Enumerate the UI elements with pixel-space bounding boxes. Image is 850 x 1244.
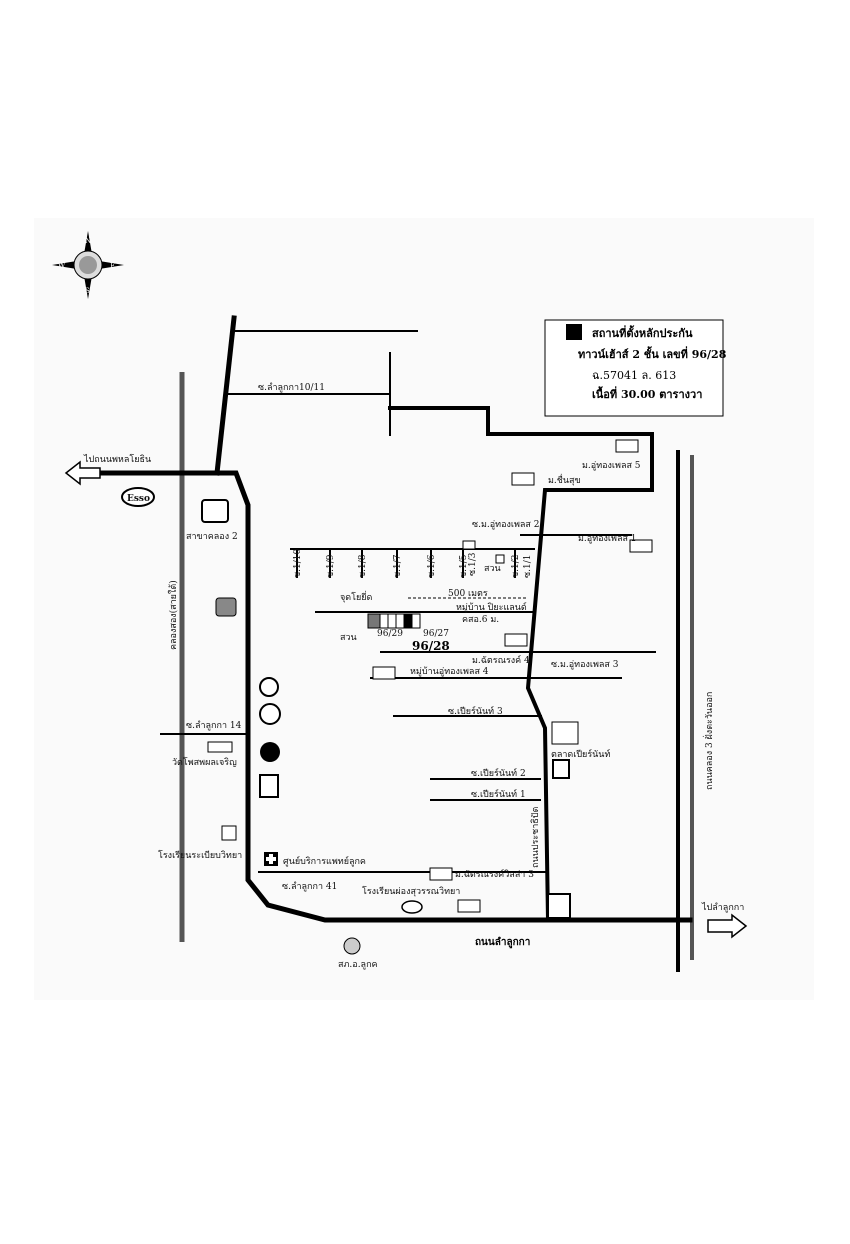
label-soi-pianan2: ซ.เปียร์นันท์ 2 (471, 767, 526, 779)
label-soi-1-7: ซ.1/7 (393, 554, 403, 578)
label-distance: 500 เมตร (448, 589, 488, 599)
label-clinic: ศูนย์บริการแพทย์ลูกค (283, 855, 366, 867)
label-ksto: คสอ.6 ม. (462, 615, 499, 625)
label-soi-uthong3: ซ.ม.อู่ทองเพลส 3 (551, 660, 619, 670)
road-east-loop (388, 406, 654, 923)
label-road-lamlukka: ถนนลำลูกกา (475, 936, 530, 949)
esso-icon (401, 900, 423, 914)
label-soi-14: ซ.ลำลูกกา 14 (186, 720, 242, 731)
label-branch: สาขาคลอง 2 (186, 532, 238, 542)
label-m-uthong5: ม.อู่ทองเพลส 5 (582, 461, 641, 471)
label-96-28: 96/28 (412, 639, 450, 653)
label-soi-1-2: ซ.1/2 (511, 555, 521, 578)
label-market: ตลาดเปียร์นันท์ (551, 748, 610, 760)
arrow-icon-east (707, 913, 748, 939)
label-road-prachathipat: ถนนประชาธิปัต (530, 806, 541, 868)
label-soi-1-1: ซ.1/1 (523, 555, 533, 578)
label-khlong-3: ถนนคลอง 3 ฝั่งตะวันออก (702, 692, 715, 790)
label-soi-uthong2: ซ.ม.อู่ทองเพลส 2 (472, 520, 540, 530)
label-soi-1-8: ซ.1/8 (358, 554, 368, 578)
house-icons (207, 439, 653, 913)
label-khlong-song: คลองสอง(สายใต้) (168, 580, 179, 650)
market-square (551, 721, 579, 745)
label-to-lamlukka: ไปลำลูกกา (701, 902, 744, 913)
legend-line1: สถานที่ตั้งหลักประกัน (592, 325, 693, 340)
main-roads (85, 315, 693, 972)
leaf-icon (215, 597, 237, 617)
arrow-icon-west (64, 460, 101, 486)
svg-text:Esso: Esso (127, 494, 150, 504)
label-school-left: โรงเรียนระเบียบวิทยา (158, 850, 242, 861)
shell-icon (259, 677, 279, 697)
label-soi-1-10: ซ.1/10 (293, 549, 303, 578)
label-soi-pianan3: ซ.เปียร์นันท์ 3 (448, 705, 503, 717)
label-park-top: สวน (484, 564, 501, 574)
park-block (367, 613, 381, 629)
subject-property-marker (566, 324, 582, 340)
label-soi-1-6: ซ.1/6 (427, 554, 437, 578)
seven-eleven-icon (259, 774, 279, 798)
road-north (214, 315, 237, 476)
bank-icon (201, 499, 229, 523)
legend-line2: ทาวน์เฮ้าส์ 2 ชั้น เลขที่ 96/28 (578, 346, 727, 361)
small-square (495, 554, 505, 564)
label-96-29: 96/29 (377, 629, 403, 639)
label-village-piyaland: หมู่บ้าน ปิยะแลนด์ (456, 601, 527, 613)
map-labels: ไปถนนพหลโยธิน ไปลำลูกกา ซ.ลำลูกกา10/11 ซ… (83, 382, 744, 970)
label-m-chatchrong3: ม.ฉัตรณรงค์วิลล่า 3 (455, 868, 534, 880)
label-park: สวน (340, 633, 357, 643)
label-m-uthong1: ม.อู่ทองเพลส 1 (578, 534, 637, 544)
compass-w: W (58, 262, 66, 270)
hospital-cross-icon (264, 852, 278, 866)
compass-n: N (85, 237, 91, 245)
label-police: สภ.อ.ลูกค (338, 960, 378, 970)
label-soi-1-9: ซ.1/9 (326, 554, 336, 578)
legend-line3: ฉ.57041 ล. 613 (592, 369, 676, 382)
police-icon (343, 937, 361, 955)
seven-eleven-icon (547, 893, 571, 919)
label-soi-1-3: ซ.1/3 (468, 552, 478, 576)
compass-s: S (85, 287, 90, 295)
road-phahonyothin (85, 470, 693, 923)
townhouse-row (367, 613, 421, 629)
legend-line4: เนื้อที่ 30.00 ตารางวา (592, 386, 702, 401)
label-to-phahonyothin: ไปถนนพหลโยธิน (83, 454, 151, 465)
ktb-icon (259, 703, 281, 725)
small-square (462, 540, 476, 550)
label-school-bottom: โรงเรียนผ่องสุวรรณวิทยา (362, 886, 460, 897)
scb-icon (260, 742, 280, 762)
side-roads (160, 330, 656, 873)
subject-property (403, 613, 413, 629)
legend-box: สถานที่ตั้งหลักประกัน ทาวน์เฮ้าส์ 2 ชั้น… (544, 319, 727, 417)
compass-e: E (110, 262, 115, 270)
esso-icon: Esso (121, 487, 155, 507)
label-wat: วัดโพสพผลเจริญ (172, 757, 237, 768)
label-m-chatchrong4: ม.ฉัตรณรงค์ 4 (472, 654, 530, 666)
label-soi-41: ซ.ลำลูกกา 41 (282, 881, 337, 892)
seven-eleven-icon (552, 759, 570, 779)
label-m-chuensuk: ม.ชื่นสุข (548, 473, 581, 486)
label-96-27: 96/27 (423, 629, 449, 639)
label-point-end: จุดโยยี่ด (340, 590, 372, 603)
label-soi-10-11: ซ.ลำลูกกา10/11 (258, 382, 325, 393)
label-village-uthong4: หมู่บ้านอู่ทองเพลส 4 (410, 666, 489, 677)
label-soi-pianan1: ซ.เปียร์นันท์ 1 (471, 788, 526, 800)
label-soi-1-5: ซ.1/5 (459, 554, 469, 578)
compass-icon: N S E W (52, 231, 124, 299)
